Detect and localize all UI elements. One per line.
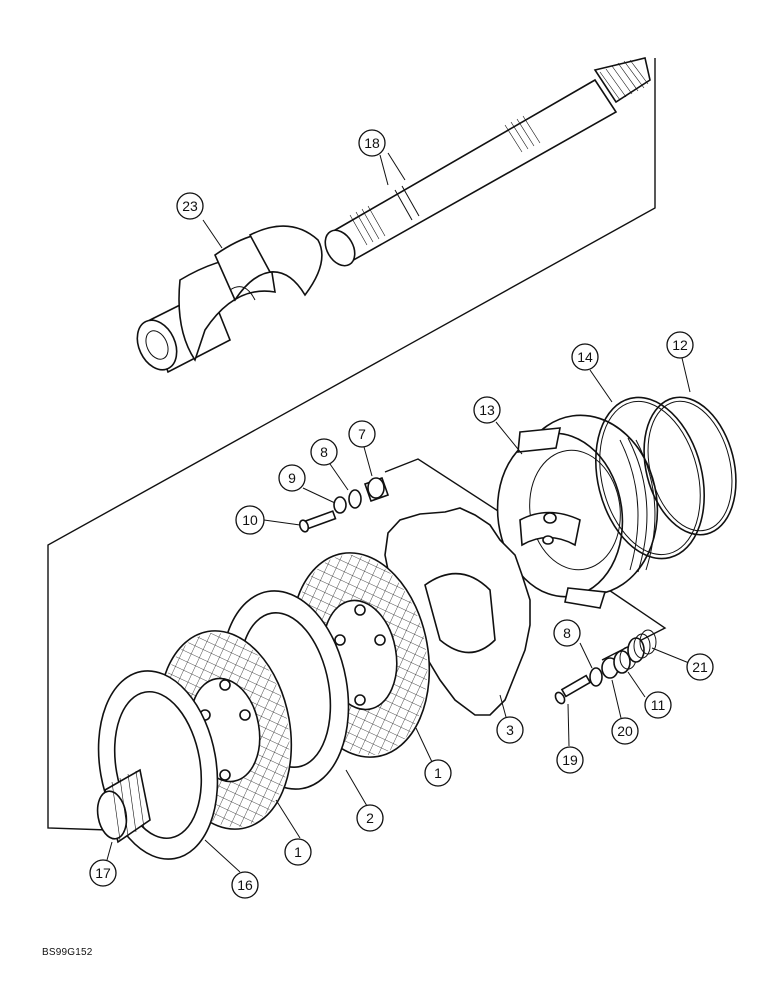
shaft-sleeve-with-helix	[136, 225, 323, 374]
callout-1-upper-label: 1	[434, 765, 442, 781]
bolt-19	[554, 674, 592, 705]
callout-13-label: 13	[479, 402, 495, 418]
callout-1-upper: 1	[424, 759, 452, 787]
callout-1-lower: 1	[284, 838, 312, 866]
callout-14-label: 14	[577, 349, 593, 365]
sleeve-7	[363, 476, 390, 503]
callout-13: 13	[473, 396, 501, 424]
callout-7-label: 7	[358, 426, 366, 442]
callout-21: 21	[686, 653, 714, 681]
drive-shaft	[324, 57, 651, 267]
callout-8-lower: 8	[553, 619, 581, 647]
callout-11-label: 11	[651, 697, 666, 713]
reaction-plate-3	[384, 507, 531, 716]
callout-20: 20	[611, 717, 639, 745]
callout-18-label: 18	[364, 135, 380, 151]
shaft-splines	[349, 59, 649, 246]
callout-12: 12	[666, 331, 694, 359]
callout-21-label: 21	[692, 659, 708, 675]
callout-3: 3	[496, 716, 524, 744]
o-ring-14	[594, 396, 706, 560]
piston-housing	[496, 414, 659, 609]
callout-2-label: 2	[366, 810, 374, 826]
callout-9-label: 9	[288, 470, 296, 486]
callout-10-label: 10	[242, 512, 258, 528]
callout-23-label: 23	[182, 198, 198, 214]
spacer-8	[348, 489, 362, 509]
callout-18: 18	[358, 129, 386, 157]
callout-23: 23	[176, 192, 204, 220]
callout-20-label: 20	[617, 723, 633, 739]
callout-1-lower-label: 1	[294, 844, 302, 860]
spring-21	[627, 629, 657, 663]
callout-19: 19	[556, 746, 584, 774]
spline-hub-17	[96, 768, 151, 844]
callout-17-label: 17	[95, 865, 111, 881]
callout-7: 7	[348, 420, 376, 448]
bolt-10	[298, 510, 337, 533]
callout-8-upper: 8	[310, 438, 338, 466]
callout-10: 10	[235, 505, 265, 535]
callout-17: 17	[89, 859, 117, 887]
callout-8-lower-label: 8	[563, 625, 571, 641]
callout-16: 16	[231, 871, 259, 899]
drawing-code: BS99G152	[42, 947, 93, 958]
callout-16-label: 16	[237, 877, 253, 893]
callout-3-label: 3	[506, 722, 514, 738]
callout-9: 9	[278, 464, 306, 492]
callout-11: 11	[644, 691, 672, 719]
callout-2: 2	[356, 804, 384, 832]
callout-12-label: 12	[672, 337, 688, 353]
spacer-8-lower	[589, 667, 603, 687]
callout-19-label: 19	[562, 752, 578, 768]
leader-lines	[106, 152, 691, 873]
washer-9	[333, 496, 347, 514]
callout-8-upper-label: 8	[320, 444, 328, 460]
callout-14: 14	[571, 343, 599, 371]
o-ring-12	[643, 396, 737, 536]
